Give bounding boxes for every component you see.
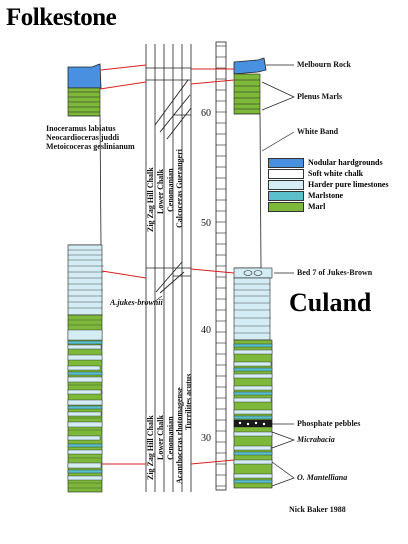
lower-zone-lower-chalk: Lower Chalk <box>156 415 165 460</box>
zone-diagonals <box>154 79 192 294</box>
scale-label-60: 60 <box>201 108 211 119</box>
legend-swatch-marlstone <box>268 190 304 201</box>
label-o-mantelliana: O. Mantelliana <box>297 473 348 482</box>
folkestone-column <box>67 63 104 493</box>
scale-label-40: 40 <box>201 325 211 336</box>
legend: Nodular hardgrounds Soft white chalk Har… <box>268 157 389 212</box>
lower-zone-cenomanian: Cenomanian <box>166 416 175 460</box>
fossil-inoceramus: Inoceramus labiatus <box>46 124 116 133</box>
label-phosphate-pebbles: Phosphate pebbles <box>297 419 361 428</box>
legend-label-harder: Harder pure limestones <box>308 180 389 189</box>
legend-label-marl: Marl <box>308 202 326 211</box>
upper-zone-cenomanian: Cenomanian <box>166 168 175 212</box>
legend-item-nodular: Nodular hardgrounds <box>268 157 389 168</box>
label-bed-7: Bed 7 of Jukes-Brown <box>297 268 373 277</box>
upper-zone-lower-chalk: Lower Chalk <box>156 169 165 214</box>
legend-swatch-harder <box>268 179 304 190</box>
legend-label-nodular: Nodular hardgrounds <box>308 158 383 167</box>
fossil-metoicoceras: Metoicoceras geslinianum <box>46 142 135 151</box>
label-white-band: White Band <box>297 127 339 136</box>
legend-swatch-marl <box>268 201 304 212</box>
legend-swatch-nodular <box>268 157 304 168</box>
legend-swatch-soft-white <box>268 168 304 179</box>
marker-a-jukes-brownii: A.jukes-brownii <box>110 298 163 307</box>
culand-title: Culand <box>289 288 372 317</box>
legend-item-harder: Harder pure limestones <box>268 179 389 190</box>
upper-zone-calcoceras: Calcoceras Guerangeri <box>175 149 184 228</box>
legend-label-soft-white: Soft white chalk <box>308 169 364 178</box>
fossil-neocardioceras: Neocardioceras juddi <box>46 133 120 142</box>
culand-column <box>233 57 273 489</box>
label-melbourn-rock: Melbourn Rock <box>297 60 351 69</box>
legend-item-marl: Marl <box>268 201 389 212</box>
legend-item-soft-white: Soft white chalk <box>268 168 389 179</box>
label-micrabacia: Micrabacia <box>297 435 335 444</box>
lower-zone-acanthoceras: Acanthoceras rhotomagense <box>175 387 184 484</box>
correlation-lines <box>99 64 235 465</box>
legend-label-marlstone: Marlstone <box>308 191 344 200</box>
upper-zone-zigzag: Zig Zag Hill Chalk <box>146 167 155 232</box>
depth-scale <box>215 41 227 491</box>
label-pointers <box>153 64 296 487</box>
folkestone-title: Folkestone <box>6 4 117 31</box>
zone-columns-left <box>145 44 192 492</box>
legend-item-marlstone: Marlstone <box>268 190 389 201</box>
scale-label-50: 50 <box>201 218 211 229</box>
label-plenus-marls: Plenus Marls <box>297 92 343 101</box>
credit: Nick Baker 1988 <box>289 505 346 514</box>
scale-label-30: 30 <box>201 433 211 444</box>
lower-zone-turrilites: Turrilites acutus <box>184 373 193 430</box>
lower-zone-zigzag: Zig Zag Hill Chalk <box>146 415 155 480</box>
